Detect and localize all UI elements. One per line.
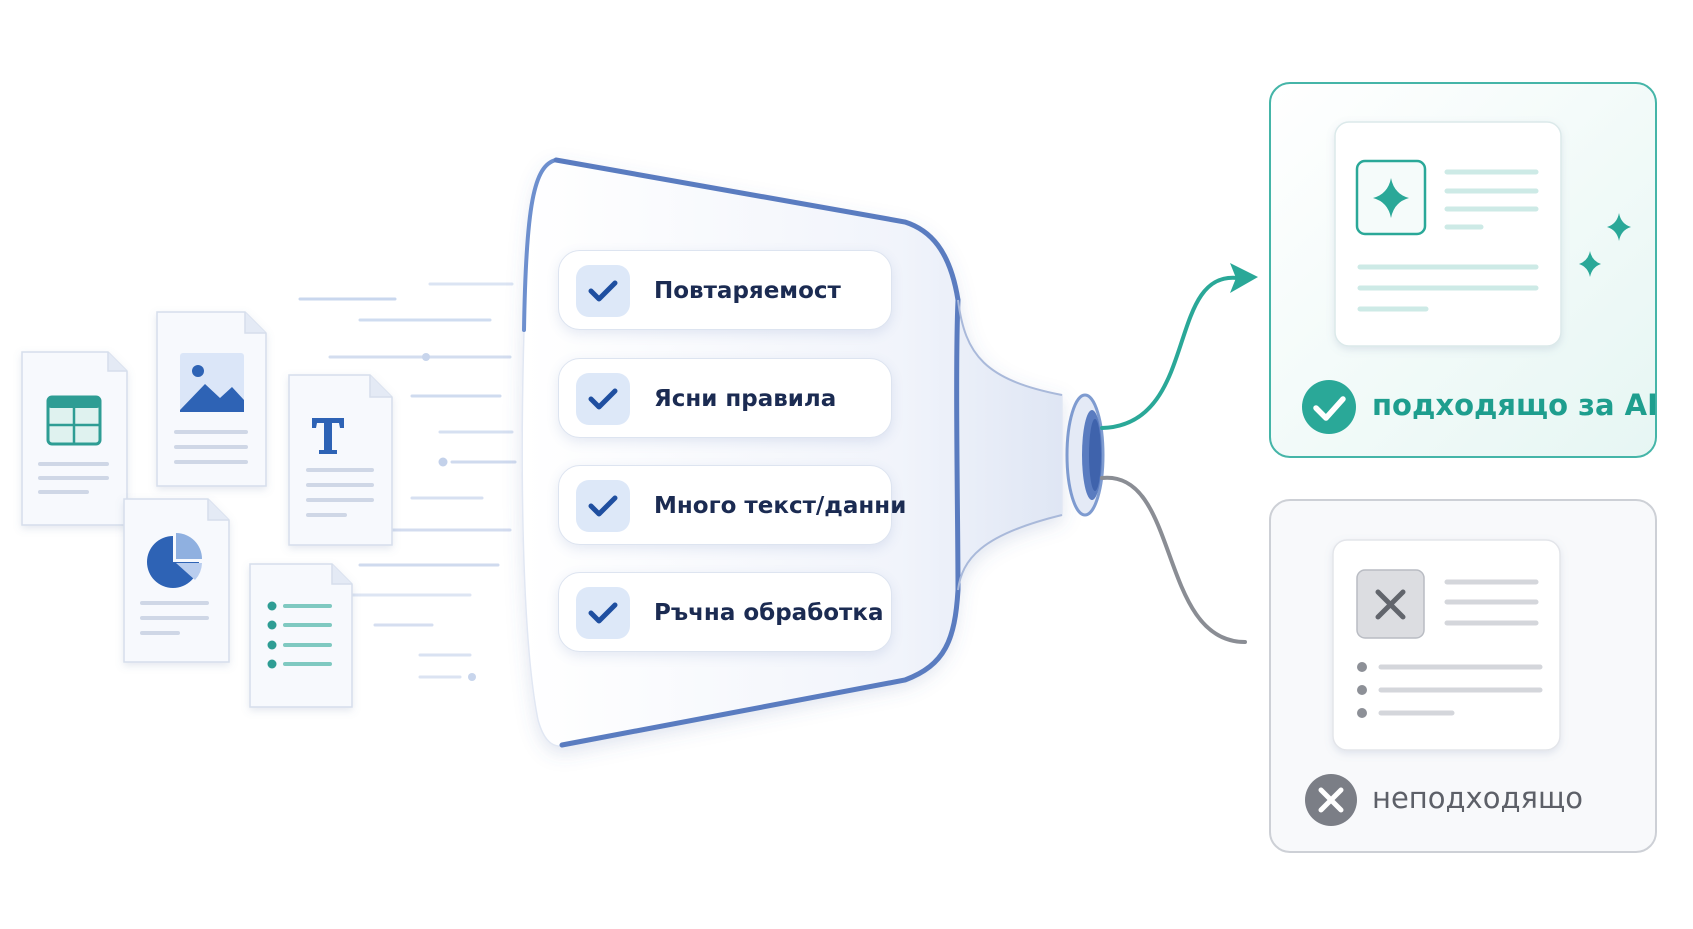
text-doc-icon xyxy=(288,374,393,546)
criterion-label: Ръчна обработка xyxy=(654,600,884,626)
suitable-arrowhead xyxy=(1230,263,1258,293)
list-doc-icon xyxy=(249,563,353,708)
image-doc-icon xyxy=(156,311,267,487)
spreadsheet-doc-icon xyxy=(21,351,128,526)
unsuitable-connector xyxy=(1100,475,1247,644)
criterion-card: Ръчна обработка xyxy=(558,572,892,652)
suitable-label: подходящо за AI xyxy=(1372,388,1658,422)
criterion-label: Ясни правила xyxy=(654,386,837,412)
filter-funnel xyxy=(521,157,1105,748)
input-documents xyxy=(21,311,393,708)
unsuitable-result-card xyxy=(1269,499,1657,853)
close-icon xyxy=(1375,589,1406,620)
sparkle-icon xyxy=(1373,178,1409,218)
pie-chart-doc-icon xyxy=(123,498,230,663)
check-icon xyxy=(576,480,630,532)
criterion-label: Повтаряемост xyxy=(654,278,841,304)
check-circle-icon xyxy=(1302,380,1356,434)
criterion-card: Много текст/данни xyxy=(558,465,906,545)
criterion-card: Ясни правила xyxy=(558,358,892,438)
motion-streaks xyxy=(298,282,517,681)
criterion-label: Много текст/данни xyxy=(654,493,907,519)
sparkle-icon xyxy=(1579,251,1601,277)
unsuitable-label: неподходящо xyxy=(1372,781,1584,815)
check-icon xyxy=(576,587,630,639)
check-icon xyxy=(576,265,630,317)
suitable-arrow xyxy=(1100,275,1240,430)
check-icon xyxy=(576,373,630,425)
sparkle-icon xyxy=(1607,213,1631,241)
suitable-result-card xyxy=(1269,82,1657,458)
criterion-card: Повтаряемост xyxy=(558,250,892,330)
